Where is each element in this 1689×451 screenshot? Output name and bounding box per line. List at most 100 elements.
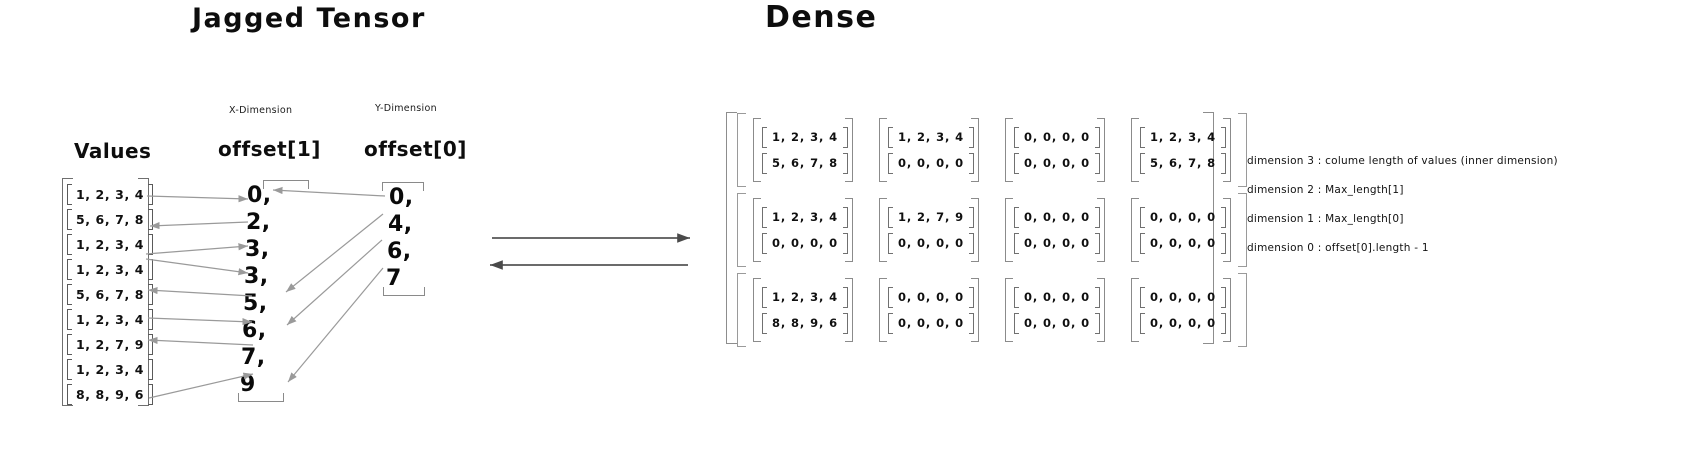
- dense-vector-text: 0, 0, 0, 0: [1149, 316, 1217, 330]
- dense-vector-text: 0, 0, 0, 0: [1149, 290, 1217, 304]
- bracket-right-icon: [1095, 127, 1100, 148]
- dense-cell-inner: 1, 2, 3, 4 5, 6, 7, 8: [762, 118, 848, 182]
- cell-bracket-right-icon: [1223, 278, 1231, 342]
- bracket-left-icon: [888, 153, 893, 174]
- bracket-right-icon: [1221, 207, 1226, 228]
- row-bracket-right-icon: [1238, 193, 1247, 267]
- dense-cell-inner: 1, 2, 3, 4 5, 6, 7, 8: [1140, 118, 1226, 182]
- dense-cell-inner: 0, 0, 0, 0 0, 0, 0, 0: [1140, 278, 1226, 342]
- offset0-item: 4,: [388, 212, 413, 237]
- bracket-left-icon: [762, 207, 767, 228]
- values-row: 1, 2, 3, 4: [67, 232, 153, 257]
- bracket-right-icon: [1221, 127, 1226, 148]
- dense-vector: 1, 2, 7, 9: [888, 204, 974, 230]
- dense-vector-text: 1, 2, 3, 4: [1149, 130, 1217, 144]
- bracket-right-icon: [843, 207, 848, 228]
- cell-bracket-right-icon: [1223, 198, 1231, 262]
- bracket-left-icon: [67, 359, 72, 380]
- values-to-offset1-arrows: [145, 195, 254, 399]
- bracket-right-icon: [1095, 207, 1100, 228]
- bracket-right-icon: [148, 259, 153, 280]
- bracket-right-icon: [843, 233, 848, 254]
- dense-vector-text: 0, 0, 0, 0: [897, 236, 965, 250]
- offset0-item: 7: [386, 266, 402, 291]
- bracket-right-icon: [1095, 287, 1100, 308]
- dense-row: 1, 2, 3, 4 8, 8, 9, 6 0, 0, 0, 0 0, 0, 0…: [737, 273, 1247, 347]
- bracket-right-icon: [1095, 313, 1100, 334]
- bracket-left-icon: [67, 284, 72, 305]
- values-rows: 1, 2, 3, 4 5, 6, 7, 8 1, 2, 3, 4 1, 2, 3…: [67, 182, 153, 407]
- dense-vector: 0, 0, 0, 0: [888, 284, 974, 310]
- dense-vector: 1, 2, 3, 4: [1140, 124, 1226, 150]
- values-row: 1, 2, 3, 4: [67, 182, 153, 207]
- bracket-left-icon: [1140, 233, 1145, 254]
- dense-vector-text: 1, 2, 3, 4: [771, 130, 839, 144]
- dense-vector-text: 0, 0, 0, 0: [1023, 156, 1091, 170]
- annotation-line: dimension 1 : Max_length[0]: [1247, 213, 1404, 225]
- dense-vector: 0, 0, 0, 0: [1014, 204, 1100, 230]
- cell-bracket-right-icon: [845, 198, 853, 262]
- dense-cell-inner: 0, 0, 0, 0 0, 0, 0, 0: [888, 278, 974, 342]
- jagged-tensor-title: Jagged Tensor: [192, 3, 426, 34]
- values-heading: Values: [74, 139, 152, 163]
- cell-bracket-left-icon: [1005, 118, 1013, 182]
- transform-arrows: [490, 233, 690, 270]
- dense-vector: 1, 2, 3, 4: [888, 124, 974, 150]
- offset0-list: 0, 4, 6, 7: [386, 184, 414, 292]
- bracket-left-icon: [1014, 233, 1019, 254]
- dense-cell-inner: 1, 2, 3, 4 0, 0, 0, 0: [762, 198, 848, 262]
- dense-vector: 0, 0, 0, 0: [1014, 310, 1100, 336]
- annotation-line: dimension 3 : colume length of values (i…: [1247, 155, 1558, 167]
- values-row-text: 8, 8, 9, 6: [75, 387, 145, 402]
- offset1-item: 2,: [246, 210, 271, 235]
- offset0-item: 0,: [389, 185, 414, 210]
- dense-cell-inner: 0, 0, 0, 0 0, 0, 0, 0: [1140, 198, 1226, 262]
- bracket-right-icon: [1221, 313, 1226, 334]
- dense-outer-bracket-right: [1203, 112, 1214, 344]
- bracket-right-icon: [148, 384, 153, 405]
- dense-vector-text: 0, 0, 0, 0: [1023, 236, 1091, 250]
- dense-rows: 1, 2, 3, 4 5, 6, 7, 8 1, 2, 3, 4 0, 0, 0…: [737, 113, 1247, 347]
- bracket-right-icon: [148, 209, 153, 230]
- values-row: 5, 6, 7, 8: [67, 207, 153, 232]
- bracket-right-icon: [969, 313, 974, 334]
- cell-bracket-left-icon: [879, 278, 887, 342]
- dense-vector-text: 0, 0, 0, 0: [1023, 316, 1091, 330]
- values-row-text: 5, 6, 7, 8: [75, 287, 145, 302]
- bracket-left-icon: [762, 127, 767, 148]
- bracket-left-icon: [67, 259, 72, 280]
- values-row-text: 1, 2, 3, 4: [75, 312, 145, 327]
- dense-vector-text: 1, 2, 3, 4: [771, 210, 839, 224]
- bracket-left-icon: [1014, 153, 1019, 174]
- bracket-left-icon: [888, 127, 893, 148]
- cell-bracket-right-icon: [1097, 198, 1105, 262]
- bracket-right-icon: [969, 207, 974, 228]
- dense-vector-text: 0, 0, 0, 0: [897, 156, 965, 170]
- cell-bracket-right-icon: [971, 278, 979, 342]
- annotation-line: dimension 0 : offset[0].length - 1: [1247, 242, 1429, 254]
- dense-vector-text: 0, 0, 0, 0: [1023, 210, 1091, 224]
- values-row: 1, 2, 3, 4: [67, 307, 153, 332]
- values-row-text: 1, 2, 3, 4: [75, 262, 145, 277]
- offset0-bottom-bracket: [383, 287, 425, 296]
- bracket-right-icon: [148, 284, 153, 305]
- bracket-left-icon: [1014, 127, 1019, 148]
- bracket-right-icon: [1095, 153, 1100, 174]
- values-row-text: 1, 2, 3, 4: [75, 237, 145, 252]
- dense-cell: 0, 0, 0, 0 0, 0, 0, 0: [1005, 278, 1105, 342]
- dense-cell-inner: 1, 2, 3, 4 8, 8, 9, 6: [762, 278, 848, 342]
- dense-cell-inner: 0, 0, 0, 0 0, 0, 0, 0: [1014, 278, 1100, 342]
- dense-vector-text: 1, 2, 3, 4: [897, 130, 965, 144]
- cell-bracket-right-icon: [971, 118, 979, 182]
- bracket-left-icon: [888, 207, 893, 228]
- bracket-right-icon: [148, 359, 153, 380]
- bracket-right-icon: [1221, 153, 1226, 174]
- bracket-right-icon: [969, 233, 974, 254]
- dense-cell: 1, 2, 3, 4 0, 0, 0, 0: [879, 118, 979, 182]
- dense-cell: 1, 2, 7, 9 0, 0, 0, 0: [879, 198, 979, 262]
- bracket-left-icon: [67, 384, 72, 405]
- dense-vector-text: 5, 6, 7, 8: [1149, 156, 1217, 170]
- dense-vector: 0, 0, 0, 0: [1140, 310, 1226, 336]
- cell-bracket-right-icon: [971, 198, 979, 262]
- bracket-left-icon: [888, 287, 893, 308]
